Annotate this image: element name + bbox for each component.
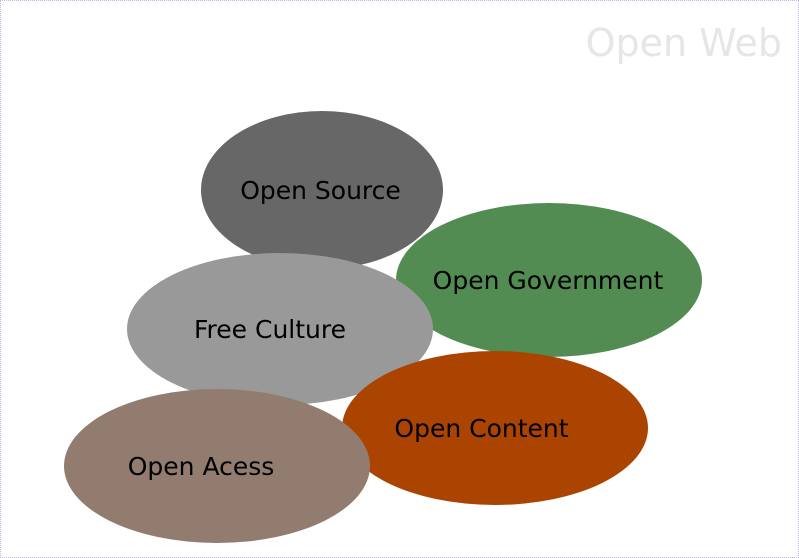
node-free-culture: Free Culture (127, 253, 433, 405)
node-label: Open Acess (127, 451, 275, 481)
node-label: Open Content (394, 413, 569, 443)
node-open-content: Open Content (342, 351, 648, 505)
node-label: Open Government (432, 265, 664, 295)
node-label: Open Source (240, 175, 401, 205)
node-open-access: Open Acess (64, 389, 370, 543)
diagram-title: Open Web (585, 21, 782, 65)
node-open-government: Open Government (396, 203, 702, 357)
node-open-source: Open Source (201, 111, 443, 269)
node-label: Free Culture (193, 314, 346, 344)
